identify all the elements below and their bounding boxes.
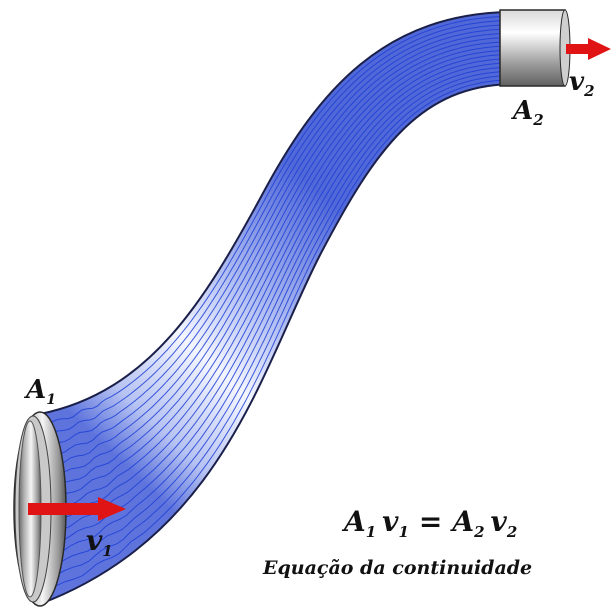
velocity-arrow-inlet [28, 497, 126, 521]
streamline [39, 49, 516, 516]
area-outlet-label: A2 [510, 96, 544, 129]
streamline [39, 66, 515, 560]
streamline [39, 75, 516, 583]
streamline [39, 58, 515, 538]
streamline [39, 62, 516, 549]
streamline [39, 15, 516, 426]
streamline [39, 70, 516, 571]
streamline [39, 24, 516, 448]
streamline [39, 32, 515, 471]
streamline [39, 41, 516, 493]
streamline [39, 28, 516, 460]
velocity-arrow-outlet [566, 38, 611, 60]
area-inlet-label: A1 [23, 375, 56, 408]
streamlines [39, 15, 516, 594]
velocity-inlet-label: v1 [86, 524, 113, 560]
outlet-collar [499, 9, 571, 87]
streamline [39, 20, 515, 437]
streamline [39, 36, 516, 482]
streamline [39, 53, 515, 527]
equation-caption: Equação da continuidade [262, 557, 532, 579]
velocity-outlet-label: v2 [569, 67, 595, 100]
streamline [39, 79, 515, 594]
streamline [39, 45, 515, 504]
